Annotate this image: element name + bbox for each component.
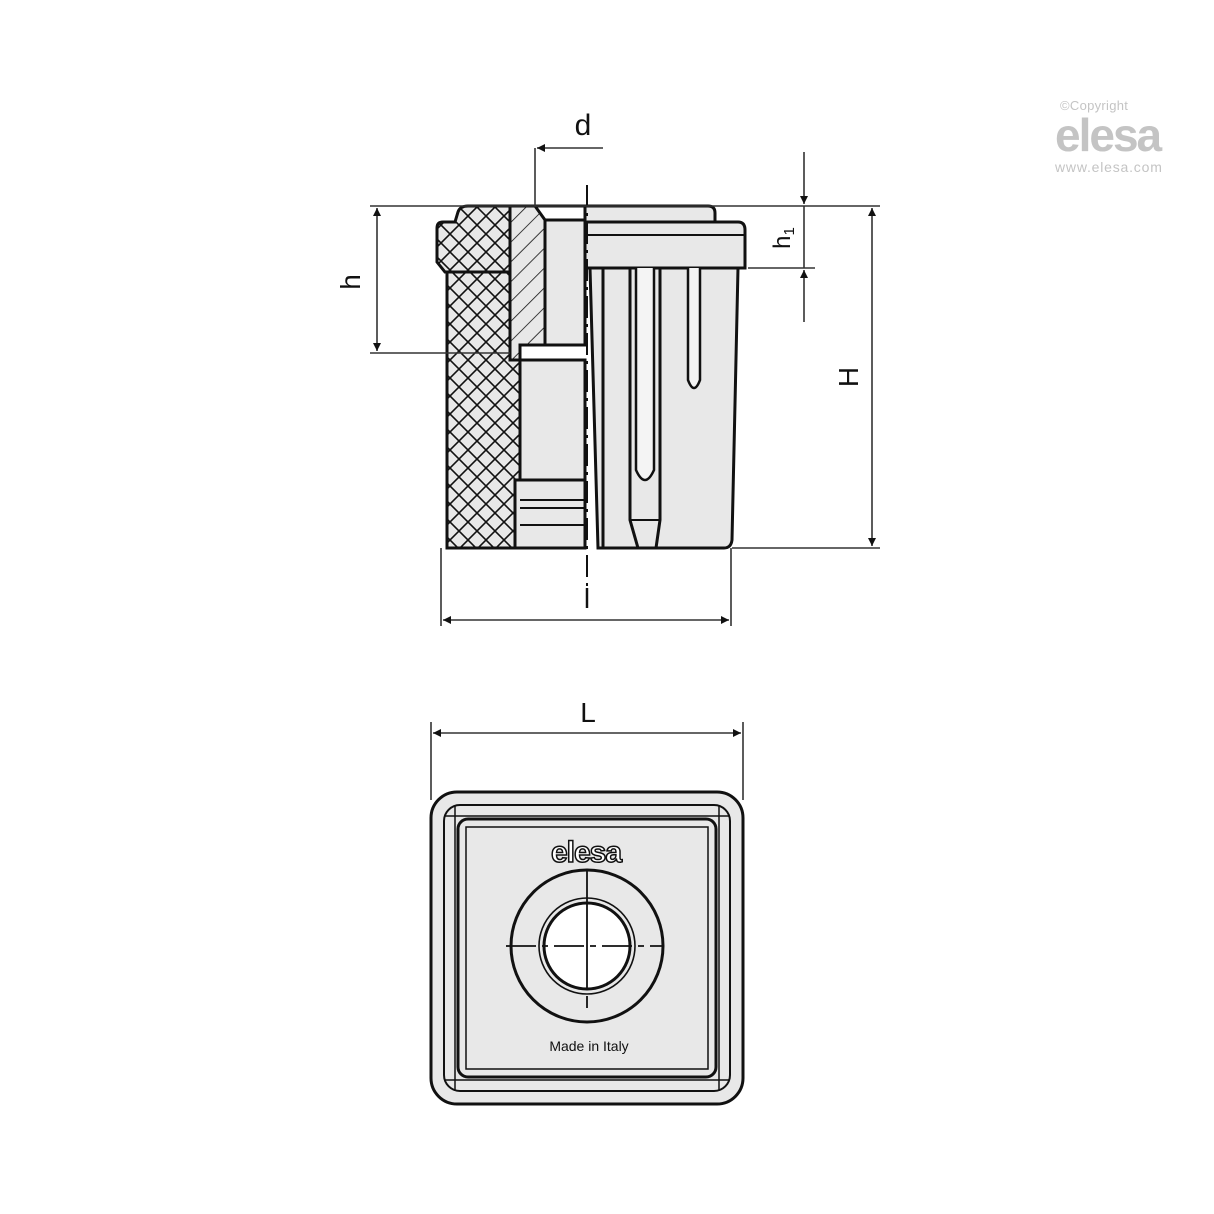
cap-logo: elesa	[551, 836, 622, 869]
side-view	[435, 185, 747, 590]
label-H: H	[833, 367, 864, 387]
copyright-watermark: ©Copyright elesa www.elesa.com	[1055, 98, 1205, 175]
elesa-logo: elesa	[1055, 109, 1162, 161]
label-h: h	[335, 274, 366, 290]
hatched-insert	[508, 204, 547, 362]
label-h1: h1	[769, 227, 798, 249]
website-url: www.elesa.com	[1055, 159, 1163, 175]
top-view: elesa Made in Italy	[429, 722, 745, 1106]
copyright-text: ©Copyright	[1060, 98, 1129, 113]
bore	[543, 218, 587, 347]
dimensions-side	[370, 144, 880, 626]
label-L: L	[580, 697, 596, 728]
expanding-body	[588, 266, 740, 550]
made-in-italy: Made in Italy	[549, 1038, 628, 1054]
label-d: d	[575, 109, 592, 142]
label-l: l	[584, 583, 590, 614]
